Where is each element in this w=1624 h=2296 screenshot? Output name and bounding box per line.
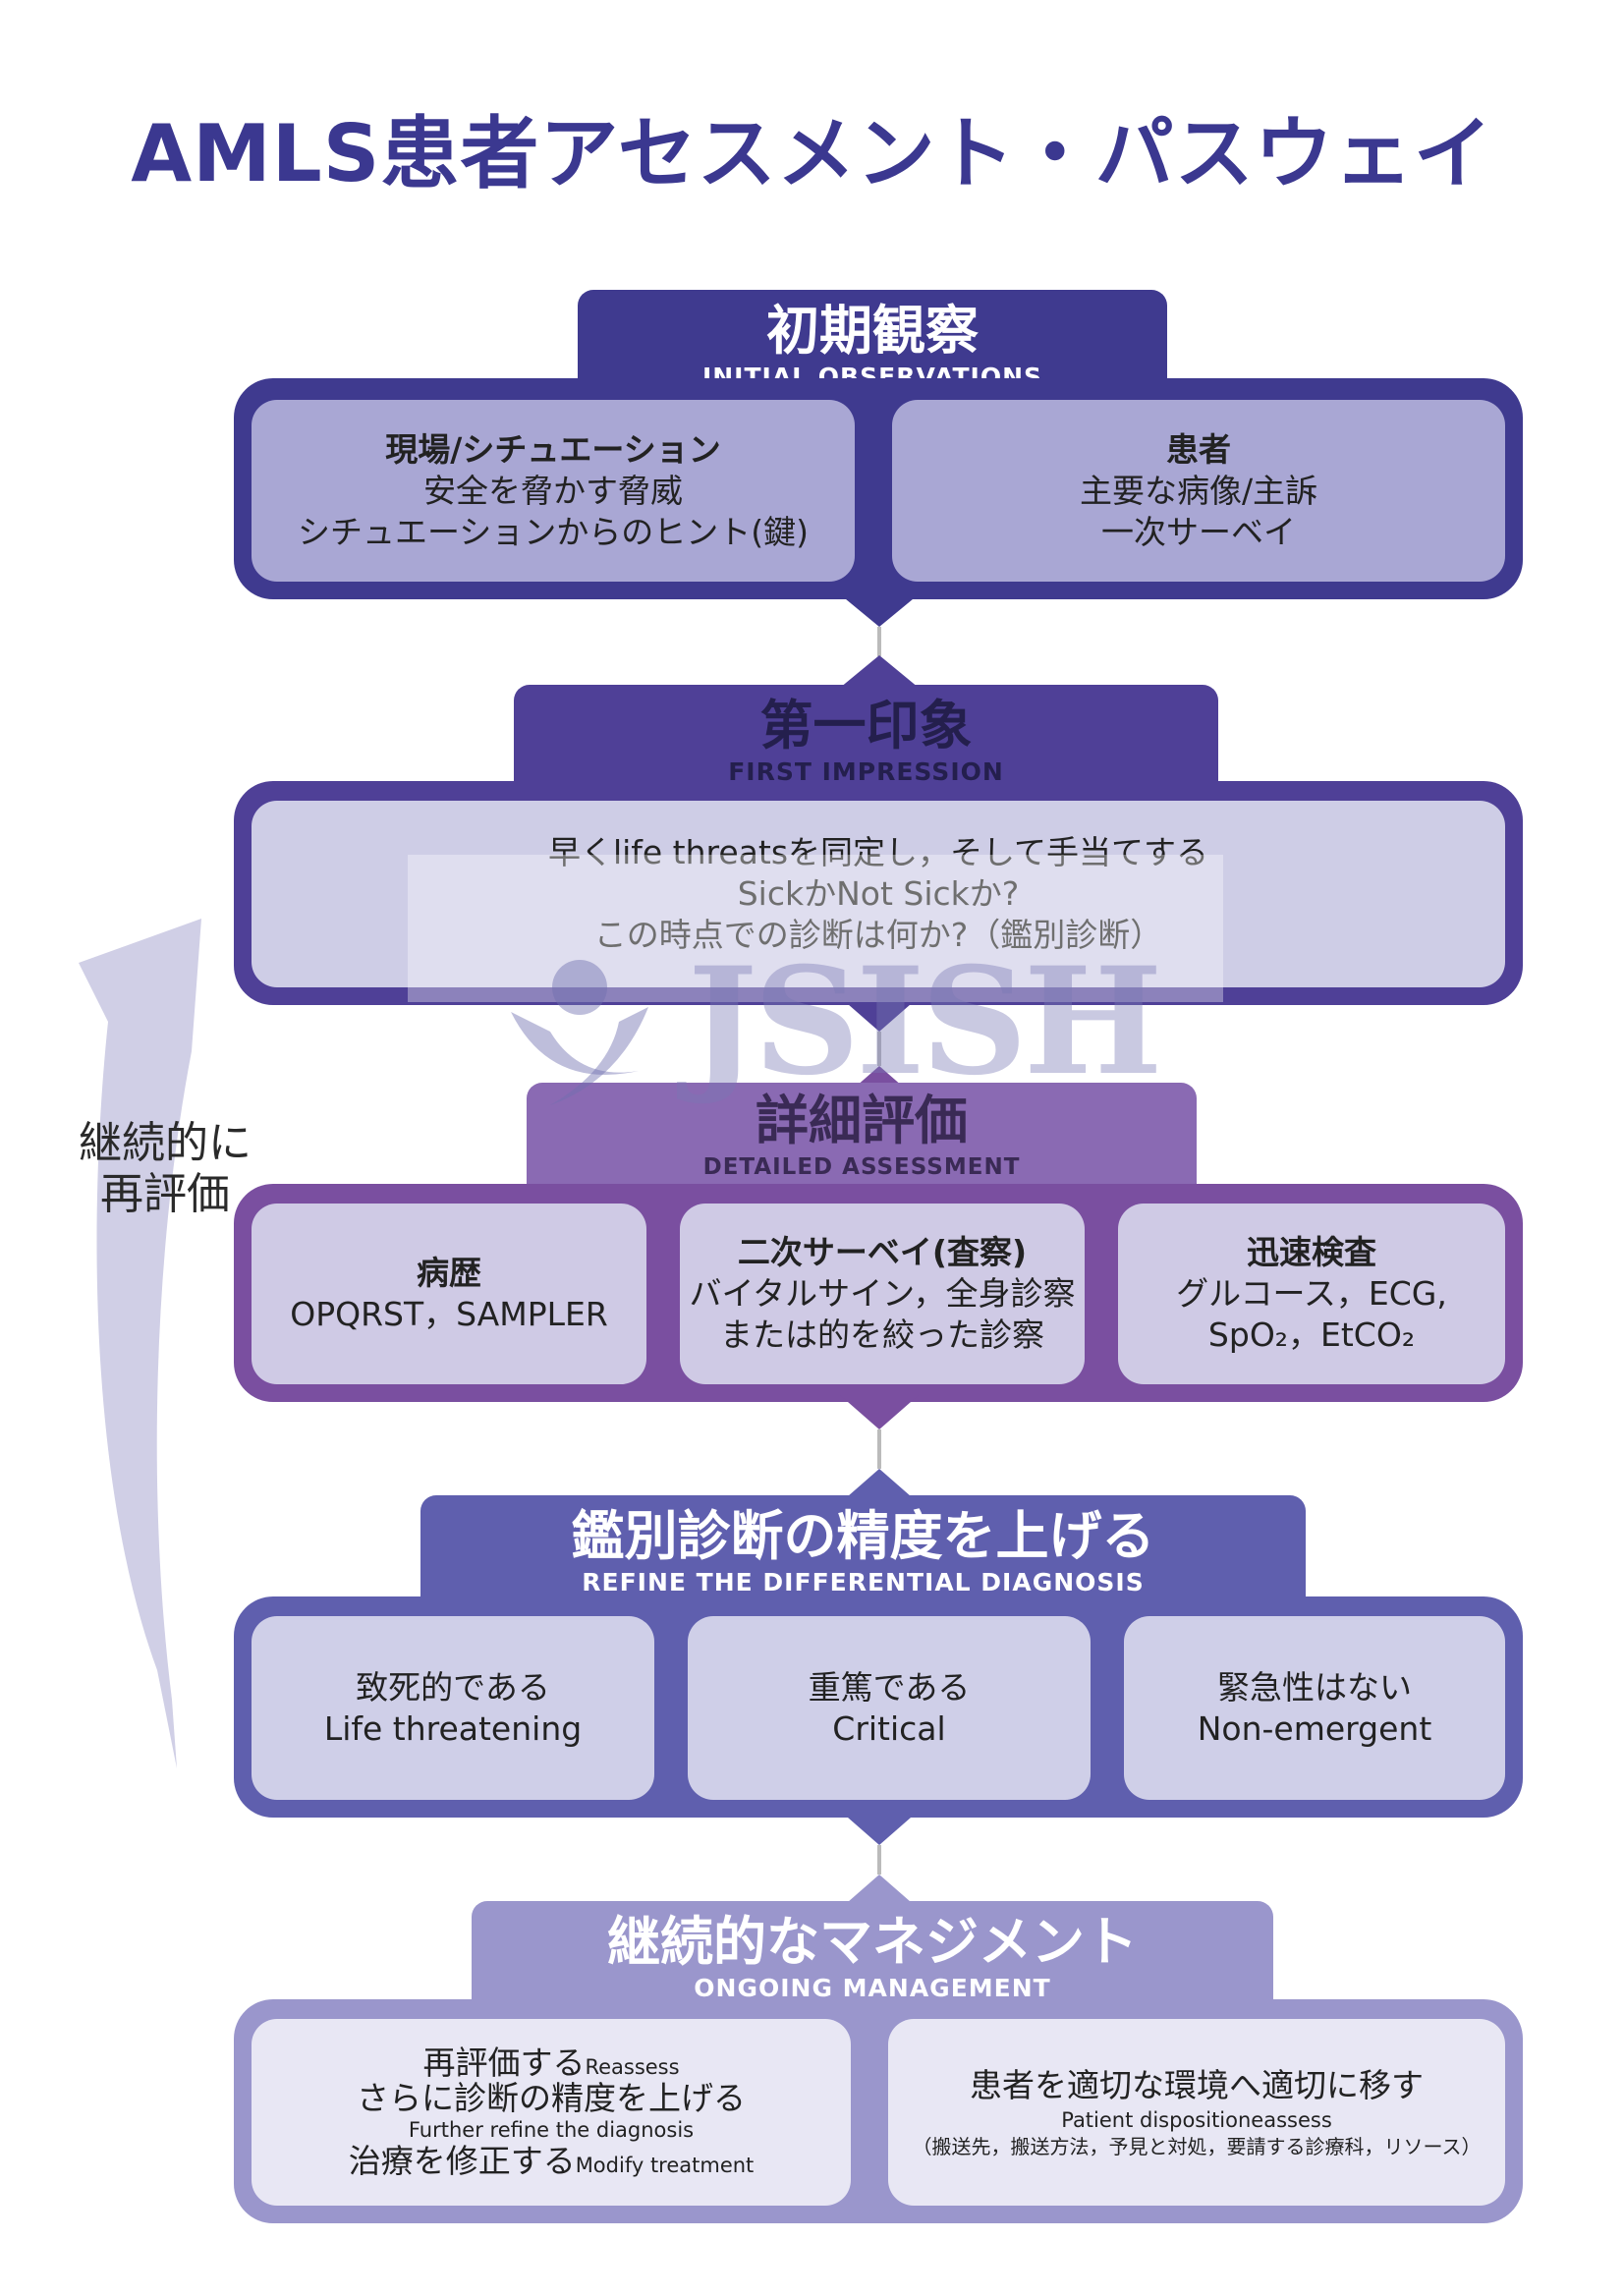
loop-label: 継続的に 再評価 — [77, 1110, 253, 1228]
cell-line: Critical — [832, 1708, 946, 1748]
cell-patient: 患者 主要な病像/主訴 一次サーベイ — [892, 400, 1505, 582]
stage-ongoing-management-tab: 継続的なマネジメント ONGOING MANAGEMENT — [472, 1901, 1273, 2014]
page-title: AMLS患者アセスメント・パスウェイ — [131, 108, 1493, 199]
cell-item: さらに診断の精度を上げる — [357, 2081, 746, 2116]
loop-label-line2: 再評価 — [100, 1169, 230, 1219]
cell-line: 一次サーベイ — [1101, 512, 1296, 551]
watermark-band — [408, 855, 1223, 1002]
stage-first-impression-tab: 第一印象 FIRST IMPRESSION — [514, 685, 1218, 798]
item-sub: Modify treatment — [575, 2154, 755, 2177]
cell-line: バイタルサイン，全身診察 — [689, 1274, 1076, 1313]
cell-reassess: 再評価するReassess さらに診断の精度を上げる Further refin… — [252, 2019, 851, 2206]
cell-heading: 患者 — [1166, 429, 1231, 469]
cell-life-threatening: 致死的である Life threatening — [252, 1616, 654, 1800]
item-main: さらに診断の精度を上げる — [357, 2079, 746, 2117]
item-sub: Further refine the diagnosis — [408, 2118, 695, 2142]
cell-history: 病歴 OPQRST，SAMPLER — [252, 1204, 646, 1384]
cell-line: シチュエーションからのヒント(鍵) — [297, 512, 810, 551]
cell-patient-disposition: 患者を適切な環境へ適切に移す Patient dispositioneasses… — [888, 2019, 1505, 2206]
stage-detailed-assessment-tab: 詳細評価 DETAILED ASSESSMENT — [527, 1083, 1197, 1191]
loop-arrow-icon — [79, 919, 201, 1768]
cell-line: Life threatening — [323, 1708, 583, 1748]
cell-line: SickかNot Sickか? — [737, 874, 1020, 913]
cell-line: 重篤である — [808, 1667, 971, 1707]
stage-title-en: DETAILED ASSESSMENT — [702, 1154, 1021, 1180]
loop-arrow-shape — [79, 919, 201, 1768]
cell-non-emergent: 緊急性はない Non-emergent — [1124, 1616, 1505, 1800]
cell-item: 治療を修正するModify treatment — [349, 2144, 755, 2179]
cell-line: この時点での診断は何か?（鑑別診断） — [593, 916, 1163, 954]
cell-rapid-tests: 迅速検査 グルコース，ECG, SpO₂，EtCO₂ — [1118, 1204, 1505, 1384]
cell-heading: 病歴 — [417, 1254, 481, 1292]
stage-title-jp: 継続的なマネジメント — [607, 1910, 1138, 1973]
stage-title-en: FIRST IMPRESSION — [728, 756, 1004, 786]
cell-line: 患者を適切な環境へ適切に移す — [970, 2066, 1424, 2104]
stage-refine-diagnosis-tab: 鑑別診断の精度を上げる REFINE THE DIFFERENTIAL DIAG… — [420, 1495, 1306, 1608]
stage-title-en: REFINE THE DIFFERENTIAL DIAGNOSIS — [582, 1567, 1145, 1596]
cell-first-impression: 早くlife threatsを同定し，そして手当てする SickかNot Sic… — [252, 801, 1505, 987]
cell-line: Patient dispositioneassess — [1061, 2108, 1332, 2132]
item-sub: Reassess — [585, 2055, 680, 2079]
cell-heading: 現場/シチュエーション — [385, 429, 721, 469]
loop-label-line1: 継続的に — [79, 1118, 252, 1168]
cell-line: 安全を脅かす脅威 — [423, 471, 683, 510]
watermark-logo-icon — [511, 960, 648, 1105]
cell-critical: 重篤である Critical — [688, 1616, 1091, 1800]
watermark-text: JSISH — [688, 935, 1163, 1108]
cell-note: （搬送先，搬送方法，予見と対処，要請する診療科，リソース） — [912, 2135, 1482, 2158]
cell-item: 再評価するReassess — [422, 2045, 679, 2081]
cell-line: 緊急性はない — [1217, 1667, 1412, 1707]
stage-title-jp: 第一印象 — [759, 694, 973, 756]
cell-line: Non-emergent — [1197, 1708, 1432, 1748]
cell-line: 主要な病像/主訴 — [1079, 471, 1318, 510]
cell-scene-situation: 現場/シチュエーション 安全を脅かす脅威 シチュエーションからのヒント(鍵) — [252, 400, 855, 582]
connector-arrow-icon — [840, 594, 919, 688]
cell-line: 早くlife threatsを同定し，そして手当てする — [547, 833, 1209, 871]
stage-title-jp: 初期観察 — [766, 299, 979, 362]
connector-arrow-icon — [840, 1811, 919, 1909]
cell-line: または的を絞った診察 — [720, 1316, 1044, 1354]
cell-line: 致死的である — [356, 1667, 550, 1707]
stage-title-jp: 鑑別診断の精度を上げる — [571, 1504, 1155, 1567]
stage-title-en: ONGOING MANAGEMENT — [694, 1973, 1051, 2002]
connector-arrow-icon — [840, 1395, 919, 1503]
cell-line: SpO₂，EtCO₂ — [1207, 1316, 1416, 1354]
cell-heading: 二次サーベイ(査察) — [737, 1233, 1028, 1271]
stage-title-jp: 詳細評価 — [756, 1090, 968, 1151]
cell-heading: 迅速検査 — [1247, 1233, 1376, 1271]
item-main: 治療を修正する — [348, 2142, 576, 2180]
cell-item: Further refine the diagnosis — [409, 2116, 694, 2144]
cell-line: グルコース，ECG, — [1176, 1274, 1447, 1313]
item-main: 再評価する — [422, 2044, 586, 2082]
cell-secondary-survey: 二次サーベイ(査察) バイタルサイン，全身診察 または的を絞った診察 — [680, 1204, 1085, 1384]
cell-line: OPQRST，SAMPLER — [290, 1295, 608, 1333]
